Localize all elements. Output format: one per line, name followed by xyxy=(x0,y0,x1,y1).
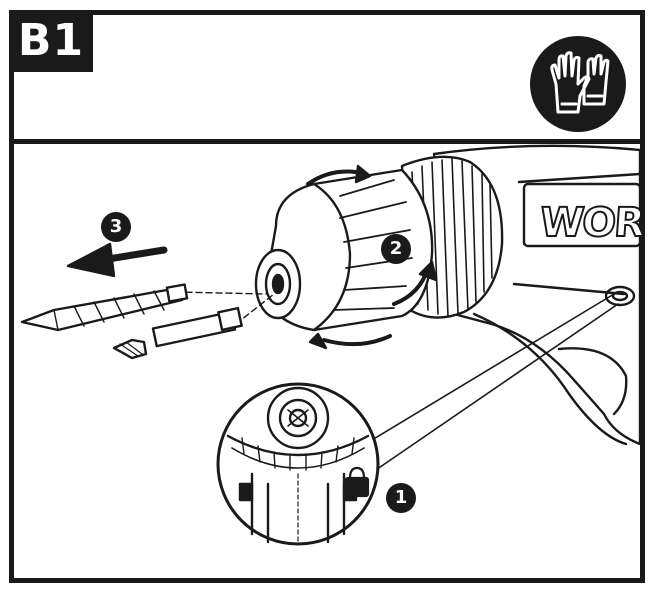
callout-3: 3 xyxy=(101,212,131,242)
detail-magnifier xyxy=(216,382,380,546)
gloves-icon xyxy=(530,36,626,132)
screwdriver-bit xyxy=(112,338,148,360)
drill-illustration xyxy=(20,144,640,546)
header-divider xyxy=(9,139,645,144)
step-label: B1 xyxy=(9,10,93,72)
drill-bit xyxy=(20,286,184,332)
callout-2: 2 xyxy=(381,234,411,264)
brand-logo: WOR xyxy=(537,199,645,247)
chuck xyxy=(262,168,434,332)
panel-frame xyxy=(9,10,645,583)
callout-1: 1 xyxy=(386,483,416,513)
padlock-icon xyxy=(344,466,370,498)
